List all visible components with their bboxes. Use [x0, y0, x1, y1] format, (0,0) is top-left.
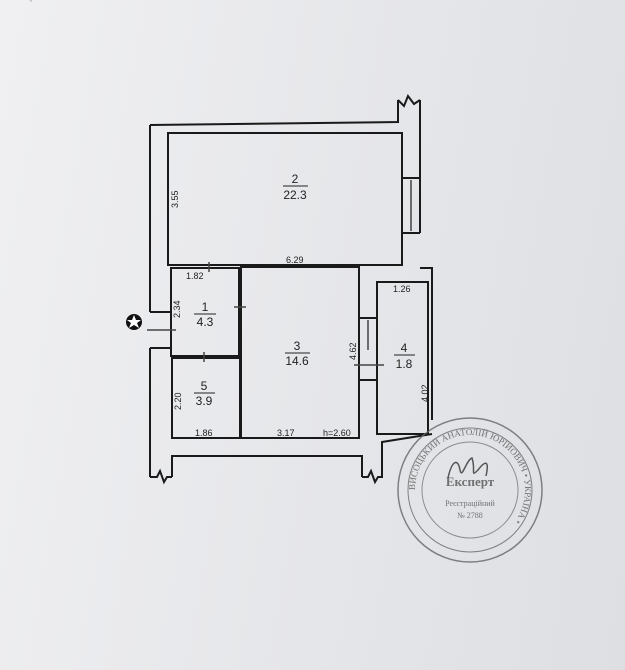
- dim-room2-width: 6.29: [286, 255, 304, 265]
- room-5-area: 3.9: [196, 394, 213, 408]
- dim-room1-height: 2.34: [172, 300, 182, 318]
- room-2-number: 2: [292, 172, 299, 186]
- dim-room5-height: 2.20: [173, 392, 183, 410]
- break-mark: [362, 433, 433, 485]
- break-mark: [397, 93, 421, 108]
- dim-room2-height: 3.55: [170, 190, 180, 208]
- dim-room5-width: 1.86: [195, 428, 213, 438]
- outer-wall: [149, 100, 433, 477]
- room-2-outline: [167, 132, 403, 266]
- dim-room4-height: 4.02: [420, 384, 430, 402]
- room-5-number: 5: [201, 379, 208, 393]
- star-icon: [126, 314, 142, 330]
- room-1-number: 1: [202, 300, 209, 314]
- stamp-registration-number: № 2788: [457, 511, 483, 520]
- room-4-area: 1.8: [396, 357, 413, 371]
- room-4-outline: [376, 281, 429, 435]
- dim-room3-height: 4.62: [348, 342, 358, 360]
- break-mark: [150, 468, 172, 485]
- dim-room1-width: 1.82: [186, 271, 204, 281]
- room-1-area: 4.3: [197, 315, 214, 329]
- dim-room4-width: 1.26: [393, 284, 411, 294]
- dim-room3-width: 3.17: [277, 428, 295, 438]
- dim-ceiling-height: h=2.60: [323, 428, 351, 438]
- room-3-area: 14.6: [285, 354, 309, 368]
- stamp-ring-text: ВИСОЦЬКИЙ АНАТОЛІЙ ЮРІЙОВИЧ • УКРАЇНА •: [0, 0, 206, 2]
- room-4-number: 4: [401, 341, 408, 355]
- expert-stamp: ВИСОЦЬКИЙ АНАТОЛІЙ ЮРІЙОВИЧ • УКРАЇНА • …: [0, 0, 543, 563]
- room-3-number: 3: [294, 339, 301, 353]
- stamp-registration-label: Реєстраційний: [445, 499, 495, 508]
- signature: [447, 457, 489, 479]
- stamp-title: Експерт: [446, 474, 495, 489]
- room-2-area: 22.3: [283, 188, 307, 202]
